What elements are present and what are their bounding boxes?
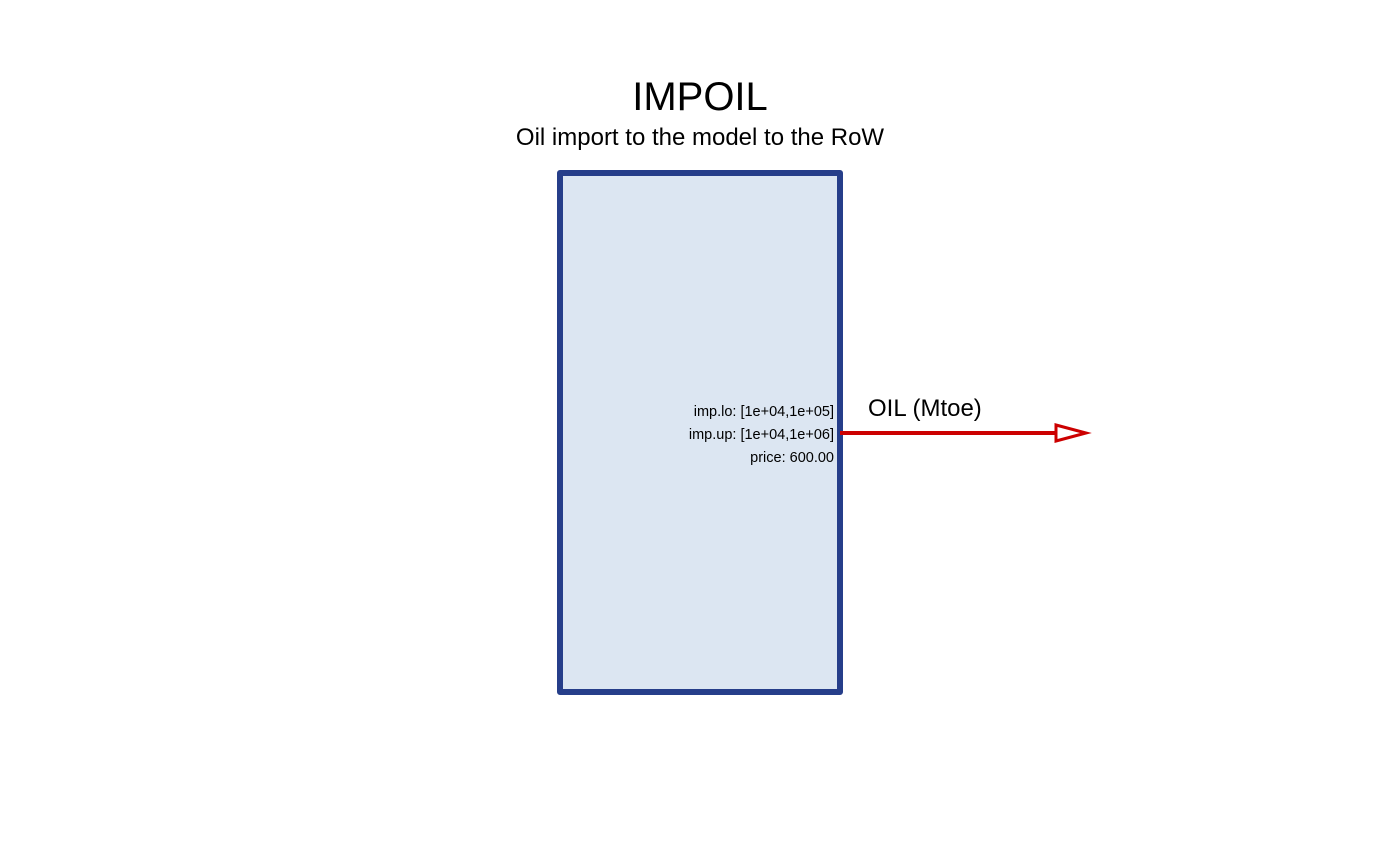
output-flow-label: OIL (Mtoe) (868, 395, 982, 422)
param-imp-up: imp.up: [1e+04,1e+06] (689, 427, 834, 443)
process-title: IMPOIL (632, 75, 768, 119)
param-price: price: 600.00 (750, 450, 834, 466)
param-imp-lo: imp.lo: [1e+04,1e+05] (694, 404, 834, 420)
output-arrow-head (1054, 423, 1092, 443)
output-flow-arrow (840, 423, 1092, 443)
process-description: Oil import to the model to the RoW (516, 124, 884, 151)
process-box (557, 170, 843, 695)
